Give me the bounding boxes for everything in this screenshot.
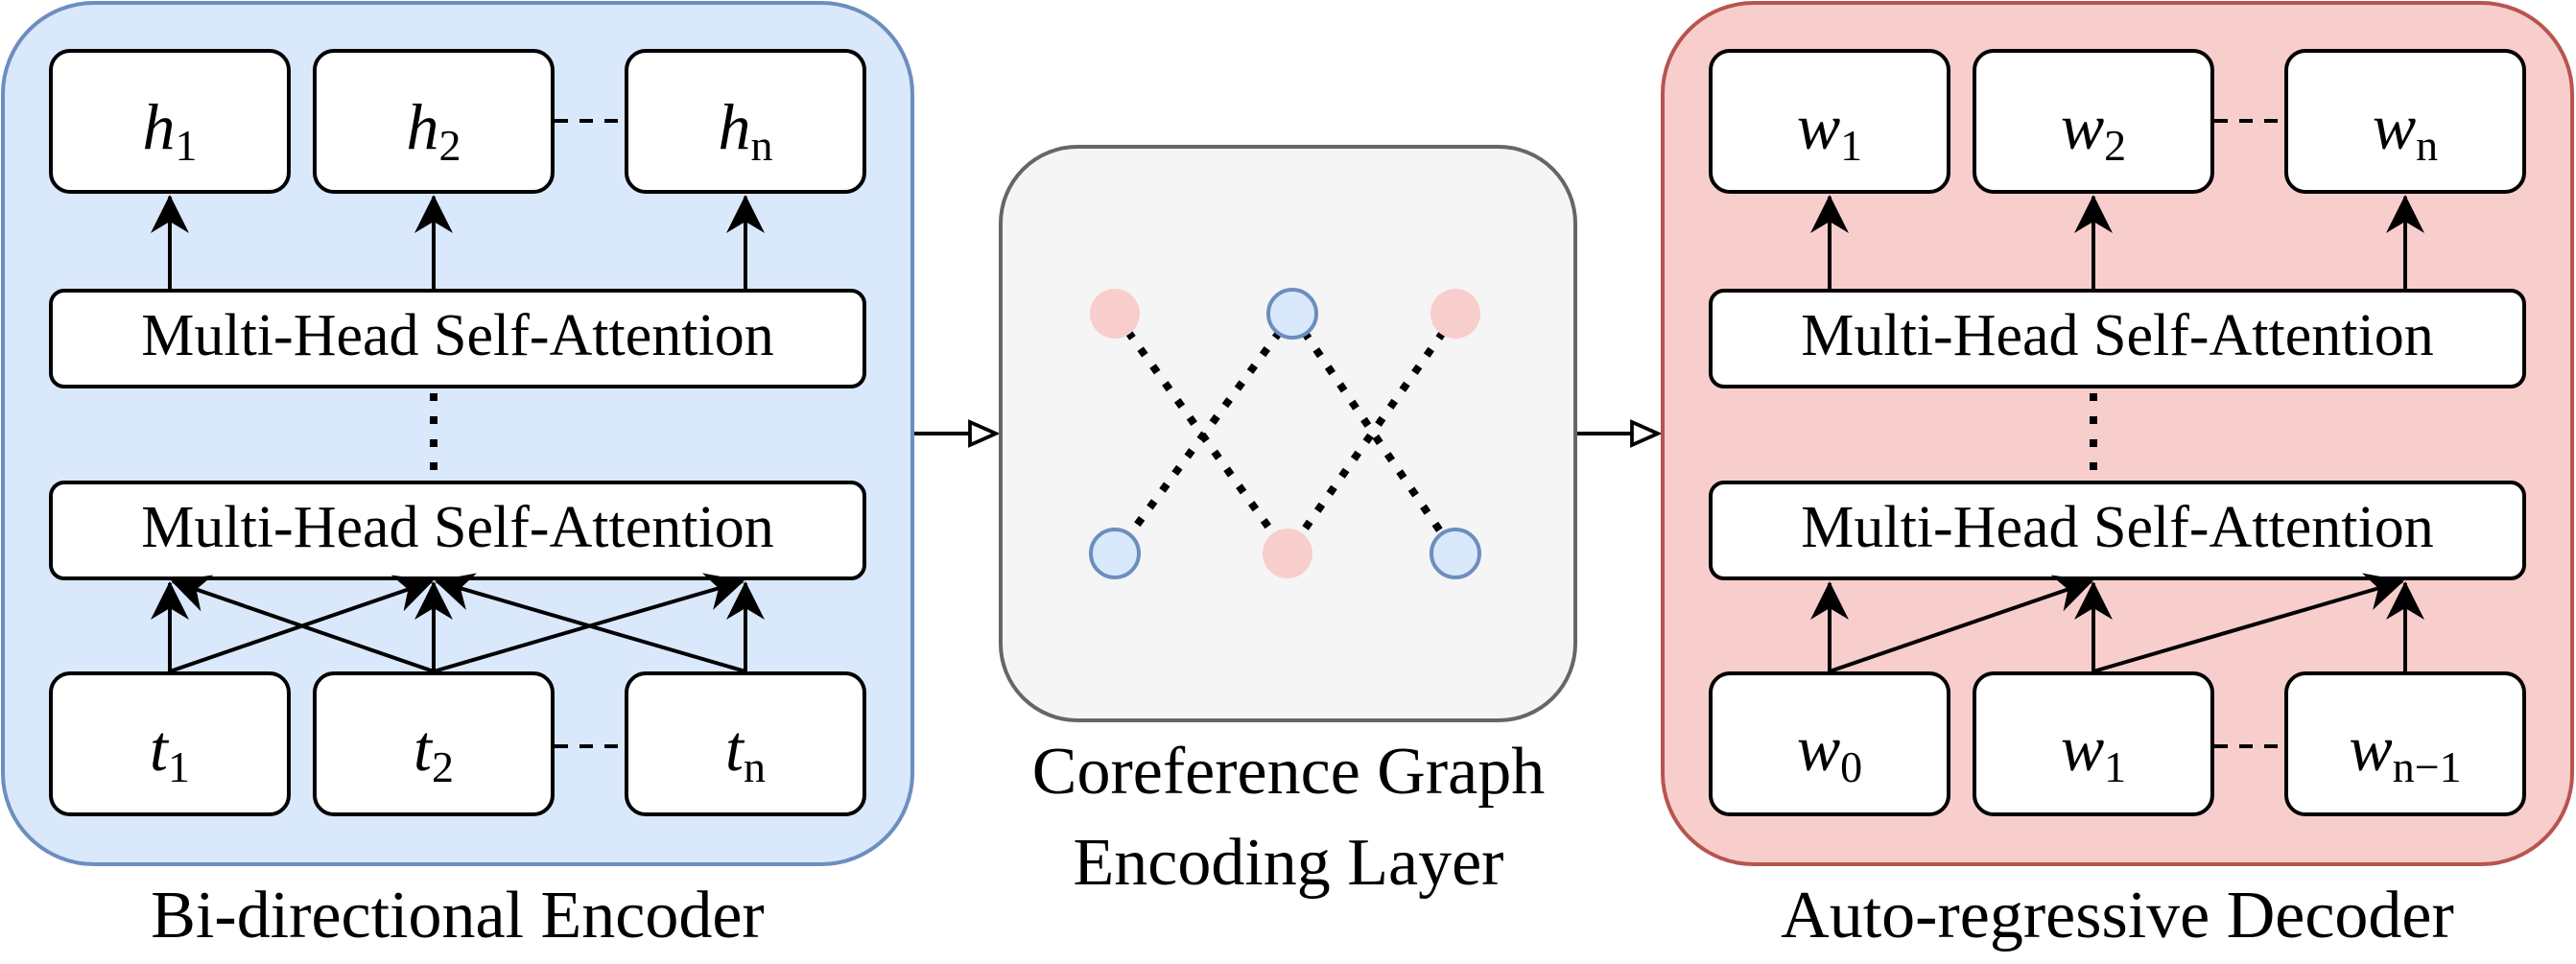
decoder-panel: w1 w2 wn Multi-Head Self-Attention Multi… — [1661, 1, 2574, 952]
graph-node-pink-top-left — [1090, 289, 1140, 339]
graph-layer-caption-line2: Encoding Layer — [1074, 826, 1504, 900]
encoder-panel: h1 h2 hn Multi-Head Self-Attention Multi… — [1, 1, 914, 952]
svg-text:h2: h2 — [407, 90, 461, 170]
decoder-output-wn: wn — [2284, 49, 2526, 194]
svg-text:w1: w1 — [2061, 712, 2126, 791]
encoder-attention-bottom: Multi-Head Self-Attention — [49, 481, 866, 580]
svg-text:t1: t1 — [150, 712, 190, 791]
graph-node-pink-bottom-center — [1263, 529, 1312, 578]
svg-text:w0: w0 — [1797, 712, 1862, 791]
decoder-input-wn-minus-1: wn−1 — [2284, 671, 2526, 816]
decoder-input-w1: w1 — [1973, 671, 2214, 816]
graph-layer-container — [999, 145, 1577, 722]
svg-text:h1: h1 — [143, 90, 198, 170]
graph-layer-panel: Coreference Graph Encoding Layer — [999, 145, 1577, 900]
svg-text:t2: t2 — [414, 712, 454, 791]
graph-layer-caption-line1: Coreference Graph — [1032, 735, 1545, 809]
svg-text:tn: tn — [725, 712, 766, 791]
encoder-output-hn: hn — [625, 49, 866, 194]
decoder-attention-bottom: Multi-Head Self-Attention — [1709, 481, 2526, 580]
encoder-input-connections — [151, 573, 765, 673]
encoder-input-t2: t2 — [313, 671, 555, 816]
encoder-output-h1: h1 — [49, 49, 291, 194]
graph-node-blue-bottom-left — [1089, 528, 1141, 579]
svg-text:Multi-Head Self-Attention: Multi-Head Self-Attention — [141, 495, 773, 560]
svg-text:hn: hn — [719, 90, 773, 170]
decoder-input-w0: w0 — [1709, 671, 1950, 816]
graph-node-pink-top-right — [1430, 289, 1480, 339]
svg-text:w1: w1 — [1797, 90, 1862, 170]
decoder-caption: Auto-regressive Decoder — [1781, 879, 2454, 952]
graph-node-blue-top-center — [1266, 288, 1318, 340]
svg-text:wn−1: wn−1 — [2349, 712, 2461, 791]
graph-node-blue-bottom-right — [1430, 528, 1481, 579]
decoder-output-w2: w2 — [1973, 49, 2214, 194]
encoder-input-t1: t1 — [49, 671, 291, 816]
svg-text:w2: w2 — [2061, 90, 2126, 170]
svg-text:wn: wn — [2373, 90, 2438, 170]
decoder-output-w1: w1 — [1709, 49, 1950, 194]
encoder-input-tn: tn — [625, 671, 866, 816]
decoder-input-connections — [1810, 573, 2424, 673]
svg-text:Multi-Head Self-Attention: Multi-Head Self-Attention — [141, 303, 773, 368]
graph-edges — [1112, 312, 1459, 556]
svg-text:Multi-Head Self-Attention: Multi-Head Self-Attention — [1801, 303, 2433, 368]
encoder-caption: Bi-directional Encoder — [151, 879, 764, 952]
encoder-attention-top: Multi-Head Self-Attention — [49, 289, 866, 388]
decoder-attention-top: Multi-Head Self-Attention — [1709, 289, 2526, 388]
encoder-output-h2: h2 — [313, 49, 555, 194]
svg-text:Multi-Head Self-Attention: Multi-Head Self-Attention — [1801, 495, 2433, 560]
